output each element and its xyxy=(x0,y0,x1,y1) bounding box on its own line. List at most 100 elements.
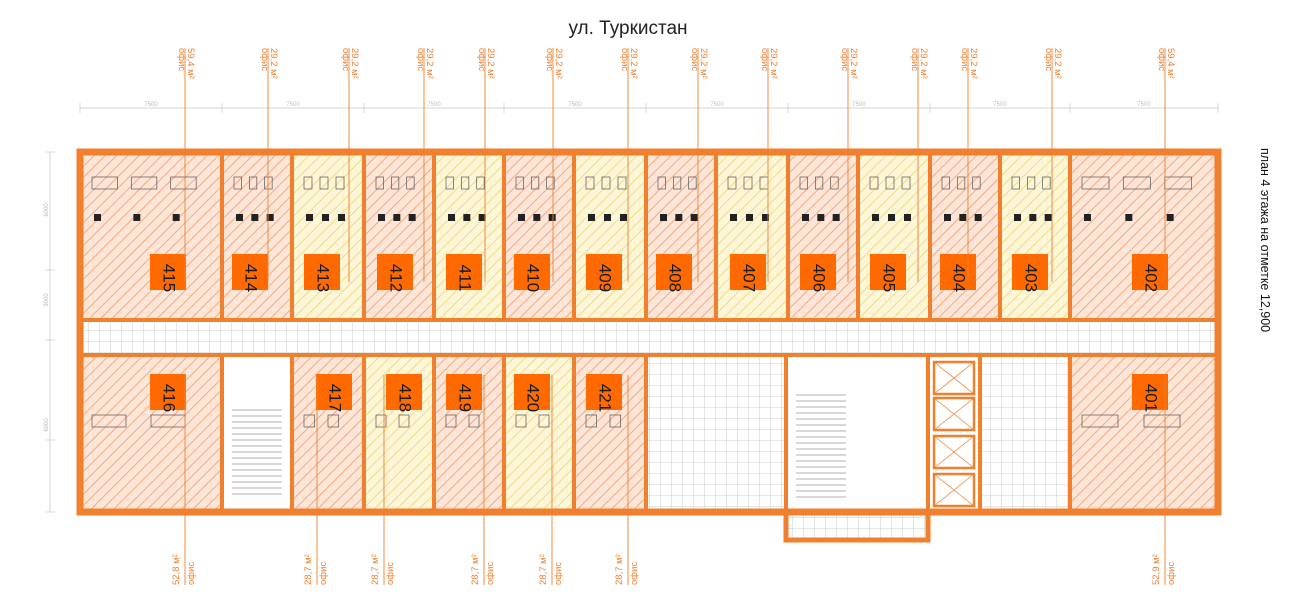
desk xyxy=(468,414,480,428)
chair xyxy=(802,214,809,221)
chair xyxy=(620,214,627,221)
exterior-wall xyxy=(76,148,1222,516)
room-number: 401 xyxy=(1142,384,1161,412)
desk xyxy=(1081,176,1110,190)
room-number: 403 xyxy=(1022,264,1041,292)
desk xyxy=(335,176,345,190)
lift-hall xyxy=(980,355,1070,512)
desk xyxy=(941,176,950,190)
chair xyxy=(306,214,313,221)
chair xyxy=(762,214,769,221)
room-use: офис xyxy=(839,48,850,71)
plan-caption: план 4 этажа на отметке 12,900 xyxy=(1258,148,1272,332)
chair xyxy=(408,214,416,221)
dimension-label: 7500 xyxy=(993,102,1007,108)
stair-east xyxy=(786,355,928,512)
room-number: 412 xyxy=(387,264,406,292)
chair xyxy=(1084,214,1091,221)
room-use: офис xyxy=(544,48,555,71)
room-label-box xyxy=(514,374,550,410)
room-area: 29,2 м² xyxy=(628,48,639,79)
chair xyxy=(690,214,698,221)
desk xyxy=(375,176,384,190)
chair xyxy=(133,214,141,221)
room-area: 28,7 м² xyxy=(614,554,625,585)
room-use: офис xyxy=(909,48,920,71)
room-415 xyxy=(80,152,222,320)
desk xyxy=(303,176,313,190)
dimension-label: 7500 xyxy=(710,102,724,108)
room-number: 415 xyxy=(160,264,179,292)
room-number: 414 xyxy=(242,264,261,292)
dimension-label: 7500 xyxy=(427,102,441,108)
room-use: офис xyxy=(959,48,970,71)
desk xyxy=(956,176,966,190)
desk xyxy=(375,414,387,428)
walls xyxy=(76,148,1222,516)
chair xyxy=(746,214,753,221)
top-rooms xyxy=(80,152,1218,320)
room-use: офис xyxy=(186,562,197,585)
desk xyxy=(91,176,118,190)
chair xyxy=(1044,214,1052,221)
desk xyxy=(130,176,158,190)
desk xyxy=(546,176,555,190)
room-area: 52,8 м² xyxy=(171,554,182,585)
desk xyxy=(476,176,485,190)
desk xyxy=(814,176,824,190)
room-area: 28,7 м² xyxy=(303,554,314,585)
room-use: офис xyxy=(1166,562,1177,585)
lift-cross xyxy=(933,435,975,469)
chair xyxy=(172,214,180,221)
room-use: офис xyxy=(1043,48,1054,71)
desk xyxy=(515,414,527,428)
desk xyxy=(1122,176,1151,190)
desk xyxy=(869,176,879,190)
room-402 xyxy=(1070,152,1218,320)
room-area: 52,9 м² xyxy=(1151,554,1162,585)
desk xyxy=(1143,414,1181,428)
chair xyxy=(675,214,683,221)
room-label-box xyxy=(316,374,352,410)
room-label-box xyxy=(386,374,422,410)
desk xyxy=(170,176,197,190)
desk xyxy=(609,414,622,428)
room-use: офис xyxy=(415,48,426,71)
room-area: 29,2 м² xyxy=(768,48,779,79)
desk xyxy=(538,414,550,428)
desk xyxy=(972,176,981,190)
chair xyxy=(959,214,967,221)
room-use: офис xyxy=(619,48,630,71)
room-label-box xyxy=(940,254,976,290)
chair xyxy=(322,214,329,221)
room-number: 409 xyxy=(596,264,615,292)
room-label-box xyxy=(446,254,482,290)
chair xyxy=(94,214,101,221)
desk xyxy=(617,176,627,190)
desk xyxy=(1081,414,1119,428)
room-use: офис xyxy=(476,48,487,71)
chair xyxy=(463,214,471,221)
desk xyxy=(248,176,258,190)
room-use: офис xyxy=(385,562,396,585)
room-label-box xyxy=(232,254,268,290)
room-area: 29,2 м² xyxy=(553,48,564,79)
chair xyxy=(448,214,455,221)
desk xyxy=(327,414,340,428)
room-use: офис xyxy=(485,562,496,585)
room-number: 407 xyxy=(740,264,759,292)
chair xyxy=(533,214,541,221)
desk xyxy=(1042,176,1051,190)
room-use: офис xyxy=(553,562,564,585)
room-use: офис xyxy=(340,48,351,71)
chair xyxy=(588,214,595,221)
desk xyxy=(672,176,682,190)
lift-car xyxy=(932,472,976,508)
room-label-box xyxy=(1132,254,1168,290)
room-area: 59,4 м² xyxy=(1165,48,1176,79)
chair xyxy=(974,214,982,221)
room-use: офис xyxy=(759,48,770,71)
chair xyxy=(730,214,737,221)
desk xyxy=(743,176,753,190)
chair xyxy=(478,214,486,221)
